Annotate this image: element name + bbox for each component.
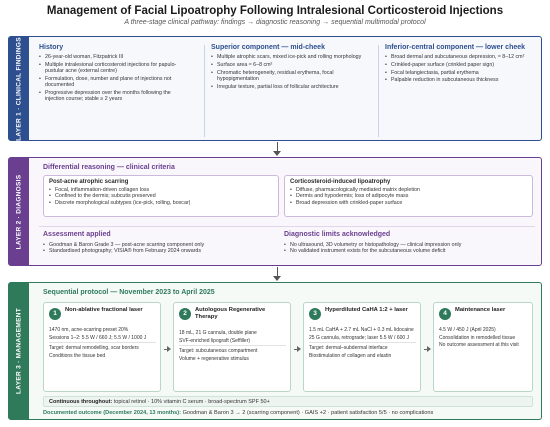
step-line: 18 mL, 21 G cannula, double plane: [179, 330, 257, 336]
step-title: Maintenance laser: [455, 307, 506, 313]
step-arrow: [294, 345, 302, 353]
column-divider: [204, 45, 205, 137]
list-item: Surface area ≈ 6–8 cm²: [211, 62, 369, 69]
step-number: 3: [309, 308, 321, 320]
step-line: 1.5 mL CaHA + 2.7 mL NaCl + 0.3 mL lidoc…: [309, 327, 414, 333]
layer2-tab: LAYER 2 · DIAGNOSIS: [9, 158, 29, 265]
layer-clinical-findings: LAYER 1 · CLINICAL FINDINGS History 26-y…: [8, 36, 542, 141]
step-title: Hyperdiluted CaHA 1:2 + laser: [325, 307, 408, 313]
assessment-heading: Assessment applied: [43, 231, 111, 238]
step-line: Consolidation in remodelled tissue: [439, 334, 516, 341]
list-item: No validated instrument exists for the s…: [284, 248, 533, 255]
list-item: No ultrasound, 3D volumetry or histopath…: [284, 242, 533, 249]
step-body: 1.5 mL CaHA + 2.7 mL NaCl + 0.3 mL lidoc…: [309, 327, 416, 360]
list-item: Broad dermal and subcutaneous depression…: [385, 54, 537, 61]
page-title: Management of Facial Lipoatrophy Followi…: [46, 5, 504, 17]
list-item: Formulation, dose, number and plane of i…: [39, 76, 191, 89]
column-divider: [378, 45, 379, 137]
list-item: 26-year-old woman, Fitzpatrick III: [39, 54, 191, 61]
continuous-bar: Continuous throughout: topical retinol ·…: [43, 396, 533, 407]
list-item: Discrete morphological subtypes (ice-pic…: [49, 200, 273, 207]
step-body: 4.5 W / 450 J (April 2025) Consolidation…: [439, 327, 528, 350]
list-item: Confined to the dermis; subcutis preserv…: [49, 193, 273, 200]
step-line: Sessions 1–2: 5.5 W / 660 J; 5.5 W / 100…: [49, 334, 147, 341]
layer1-label: LAYER 1 · CLINICAL FINDINGS: [15, 36, 23, 141]
step-line: Volume + regenerative stimulus: [179, 355, 249, 362]
inferior-list: Broad dermal and subcutaneous depression…: [385, 54, 537, 84]
layer-management: LAYER 3 · MANAGEMENT Sequential protocol…: [8, 282, 542, 420]
list-item: Crinkled-paper surface (crinkled paper s…: [385, 62, 537, 69]
list-item: Focal, inflammation-driven collagen loss: [49, 187, 273, 194]
step-body: 18 mL, 21 G cannula, double plane SVF-en…: [179, 330, 286, 363]
flow-arrow: [273, 142, 281, 156]
list-item: Palpable reduction in subcutaneous thick…: [385, 77, 537, 84]
list-item: Multiple atrophic scars, mixed ice-pick …: [211, 54, 369, 61]
layer1-tab: LAYER 1 · CLINICAL FINDINGS: [9, 37, 29, 140]
history-list: 26-year-old woman, Fitzpatrick III Multi…: [39, 54, 191, 103]
step-title: Autologous Regenerative Therapy: [195, 307, 266, 320]
post-acne-list: Focal, inflammation-driven collagen loss…: [49, 187, 273, 207]
page-subtitle: A three-stage clinical pathway: findings…: [124, 19, 426, 26]
corticosteroid-title: Corticosteroid-induced lipoatrophy: [290, 179, 391, 185]
protocol-title: Sequential protocol — November 2023 to A…: [43, 289, 215, 296]
assessment-list: Goodman & Baron Grade 3 — post-acne scar…: [43, 242, 279, 255]
step-line: 25 G cannula, retrograde; laser 5.5 W / …: [309, 334, 410, 341]
list-item: Irregular texture, partial loss of folli…: [211, 84, 369, 91]
list-item: Diffuse, pharmacologically mediated matr…: [290, 187, 527, 194]
step-number: 1: [49, 308, 61, 320]
step-card-1: 1 Non-ablative fractional laser 1470 nm,…: [43, 302, 161, 392]
step-line: Target: dermal–subdermal interface: [309, 342, 416, 351]
corticosteroid-list: Diffuse, pharmacologically mediated matr…: [290, 187, 527, 207]
step-line: SVF-enriched lipograft (Seffiller): [179, 337, 251, 344]
list-item: Broad depression with crinkled-paper sur…: [290, 200, 527, 207]
list-item: Multiple intralesional corticosteroid in…: [39, 62, 191, 75]
history-column: History 26-year-old woman, Fitzpatrick I…: [39, 44, 191, 104]
inferior-heading: Inferior-central component — lower cheek: [385, 44, 526, 51]
inferior-column: Inferior-central component — lower cheek…: [385, 44, 537, 85]
list-item: Standardised photography; VISIA® from Fe…: [43, 248, 279, 255]
list-item: Goodman & Baron Grade 3 — post-acne scar…: [43, 242, 279, 249]
post-acne-box: Post-acne atrophic scarring Focal, infla…: [43, 175, 279, 217]
step-line: Target: subcutaneous compartment: [179, 345, 286, 354]
step-card-2: 2 Autologous Regenerative Therapy 18 mL,…: [173, 302, 291, 392]
continuous-label: Continuous throughout:: [49, 398, 113, 405]
corticosteroid-box: Corticosteroid-induced lipoatrophy Diffu…: [284, 175, 533, 217]
layer3-tab: LAYER 3 · MANAGEMENT: [9, 283, 29, 419]
step-number: 4: [439, 308, 451, 320]
list-item: Focal telangiectasia, partial erythema: [385, 70, 537, 77]
limits-list: No ultrasound, 3D volumetry or histopath…: [284, 242, 533, 255]
outcome-text: Goodman & Baron 3 → 2 (scarring componen…: [182, 410, 434, 416]
differential-heading: Differential reasoning — clinical criter…: [43, 164, 175, 171]
layer3-label: LAYER 3 · MANAGEMENT: [15, 308, 23, 394]
history-heading: History: [39, 44, 64, 51]
superior-heading: Superior component — mid-cheek: [211, 44, 325, 51]
step-line: Conditions the tissue bed: [49, 352, 106, 359]
limits-heading: Diagnostic limits acknowledged: [284, 231, 391, 238]
step-arrow: [164, 345, 172, 353]
section-divider: [39, 226, 535, 227]
layer-diagnosis: LAYER 2 · DIAGNOSIS Differential reasoni…: [8, 157, 542, 266]
post-acne-title: Post-acne atrophic scarring: [49, 179, 129, 185]
superior-list: Multiple atrophic scars, mixed ice-pick …: [211, 54, 369, 90]
step-card-3: 3 Hyperdiluted CaHA 1:2 + laser 1.5 mL C…: [303, 302, 421, 392]
outcome-label: Documented outcome (December 2024, 13 mo…: [43, 410, 182, 416]
step-line: 1470 nm, acne-scarring preset 20%: [49, 327, 129, 333]
step-number: 2: [179, 308, 191, 320]
step-line: No outcome assessment at this visit: [439, 342, 519, 349]
step-card-4: 4 Maintenance laser 4.5 W / 450 J (April…: [433, 302, 533, 392]
step-line: Target: dermal remodelling, scar borders: [49, 342, 156, 351]
list-item: Dermis and hypodermis; loss of adipocyte…: [290, 193, 527, 200]
step-title: Non-ablative fractional laser: [65, 307, 143, 313]
superior-column: Superior component — mid-cheek Multiple …: [211, 44, 369, 91]
list-item: Chromatic heterogeneity, residual erythe…: [211, 70, 369, 83]
step-arrow: [424, 345, 432, 353]
step-body: 1470 nm, acne-scarring preset 20% Sessio…: [49, 327, 156, 360]
list-item: Progressive depression over the months f…: [39, 90, 191, 103]
layer2-label: LAYER 2 · DIAGNOSIS: [15, 174, 23, 249]
outcome-line: Documented outcome (December 2024, 13 mo…: [43, 410, 433, 417]
step-line: 4.5 W / 450 J (April 2025): [439, 327, 496, 333]
flow-arrow: [273, 267, 281, 281]
step-line: Biostimulation of collagen and elastin: [309, 352, 392, 359]
continuous-text: topical retinol · 10% vitamin C serum · …: [113, 398, 270, 405]
